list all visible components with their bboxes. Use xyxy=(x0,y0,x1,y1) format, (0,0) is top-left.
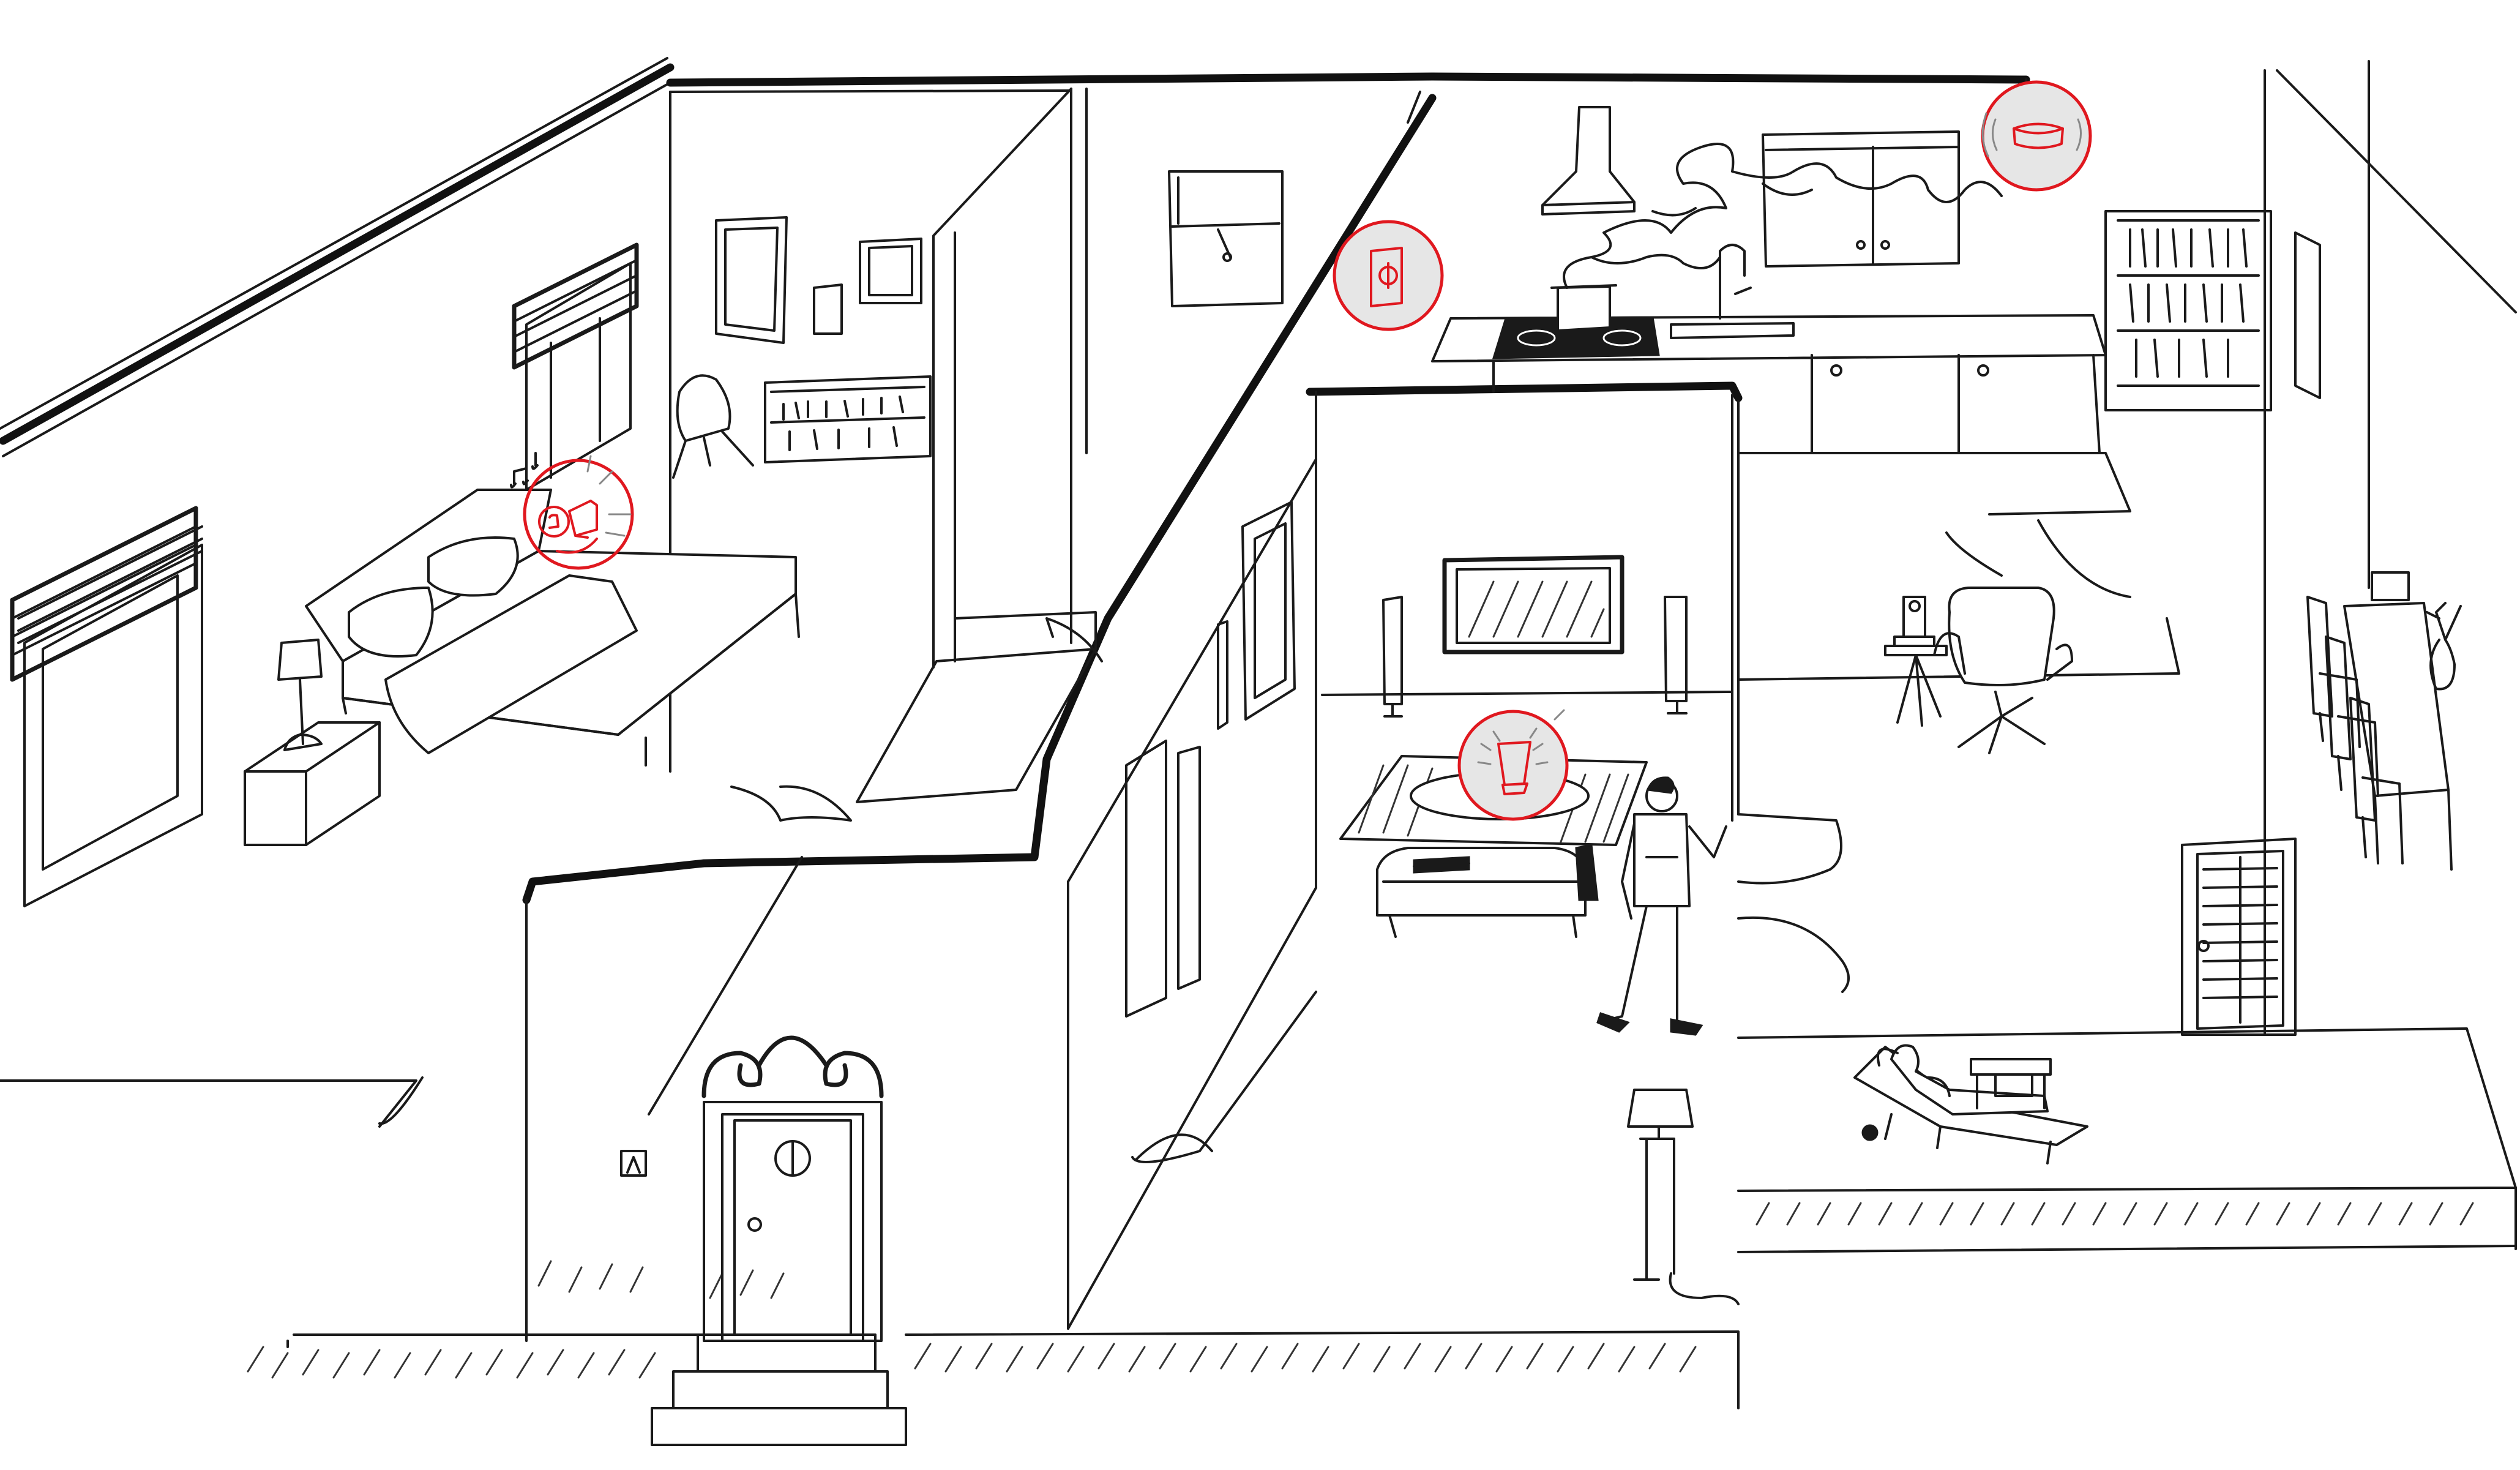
speaker-icon xyxy=(568,500,598,539)
kitchen xyxy=(1431,106,2321,598)
floor-hatching xyxy=(247,1202,2474,1379)
dining-door xyxy=(2181,838,2297,1036)
right-floor-speaker xyxy=(1664,596,1688,714)
kitchen-sink xyxy=(1670,322,1795,339)
central-diagonal-wall xyxy=(522,94,1437,904)
thermostat-icon xyxy=(1370,247,1403,307)
standing-person xyxy=(1596,776,1727,1036)
lounge-armchair xyxy=(1933,587,2073,754)
kitchen-faucet xyxy=(1719,244,1752,320)
terrace-platform xyxy=(1737,1027,2517,1192)
bedside-lamp xyxy=(277,639,323,681)
house-structure xyxy=(0,57,2517,1409)
living-room xyxy=(1339,555,2073,1305)
back-wall-top-edge xyxy=(666,72,2030,87)
wall-switch xyxy=(620,1150,647,1177)
range-hood xyxy=(1541,106,1636,216)
left-floor-speaker xyxy=(1382,596,1403,718)
upper-cabinets xyxy=(1762,130,1960,268)
hallway-wall-cabinet xyxy=(1168,170,1284,307)
kitchen-partition-wall xyxy=(1306,381,1743,402)
bed xyxy=(305,489,800,767)
kitchen-bookshelf xyxy=(2104,210,2272,411)
wall-thermostat-highlight[interactable] xyxy=(1333,220,1444,331)
bedroom-armchair xyxy=(672,374,754,479)
front-steps xyxy=(651,1333,907,1446)
music-note-icon xyxy=(510,452,539,489)
terrace-side-table xyxy=(1970,1058,2052,1109)
ceiling-smoke-detector-highlight[interactable] xyxy=(1981,80,2092,192)
bedroom-speaker-highlight[interactable] xyxy=(510,452,634,570)
bedroom xyxy=(10,216,1103,907)
dining-chair-2 xyxy=(2325,636,2379,797)
bedroom-left-window xyxy=(10,506,203,907)
bedroom-back-window xyxy=(512,242,639,491)
dining-area xyxy=(2181,571,2462,1036)
bedroom-small-picture xyxy=(859,238,922,304)
side-table-phone xyxy=(1884,596,1948,727)
flower-vase xyxy=(2426,602,2462,691)
bedroom-low-bookshelf xyxy=(764,375,932,463)
terrace xyxy=(1853,1044,2088,1164)
wall-tv xyxy=(1442,555,1625,654)
smoke-detector-icon xyxy=(2013,122,2064,149)
floor-lamp xyxy=(1627,1089,1740,1305)
dining-chair-back xyxy=(2371,571,2410,601)
bedroom-wall-picture xyxy=(715,216,788,344)
front-door xyxy=(701,1035,884,1342)
dining-chair-1 xyxy=(2306,596,2361,748)
cooking-smoke xyxy=(1563,143,2003,289)
dining-table xyxy=(2343,602,2453,871)
nightstand xyxy=(244,721,381,846)
hallway xyxy=(378,170,1317,1446)
table-lamp-device-highlight[interactable] xyxy=(1457,709,1569,821)
smart-light-icon xyxy=(1497,741,1531,795)
cooking-pot xyxy=(1557,285,1611,332)
hallway-wall-picture xyxy=(1241,501,1296,721)
bedroom-left-roof-edge xyxy=(0,63,675,445)
dining-chair-3 xyxy=(2349,697,2404,864)
